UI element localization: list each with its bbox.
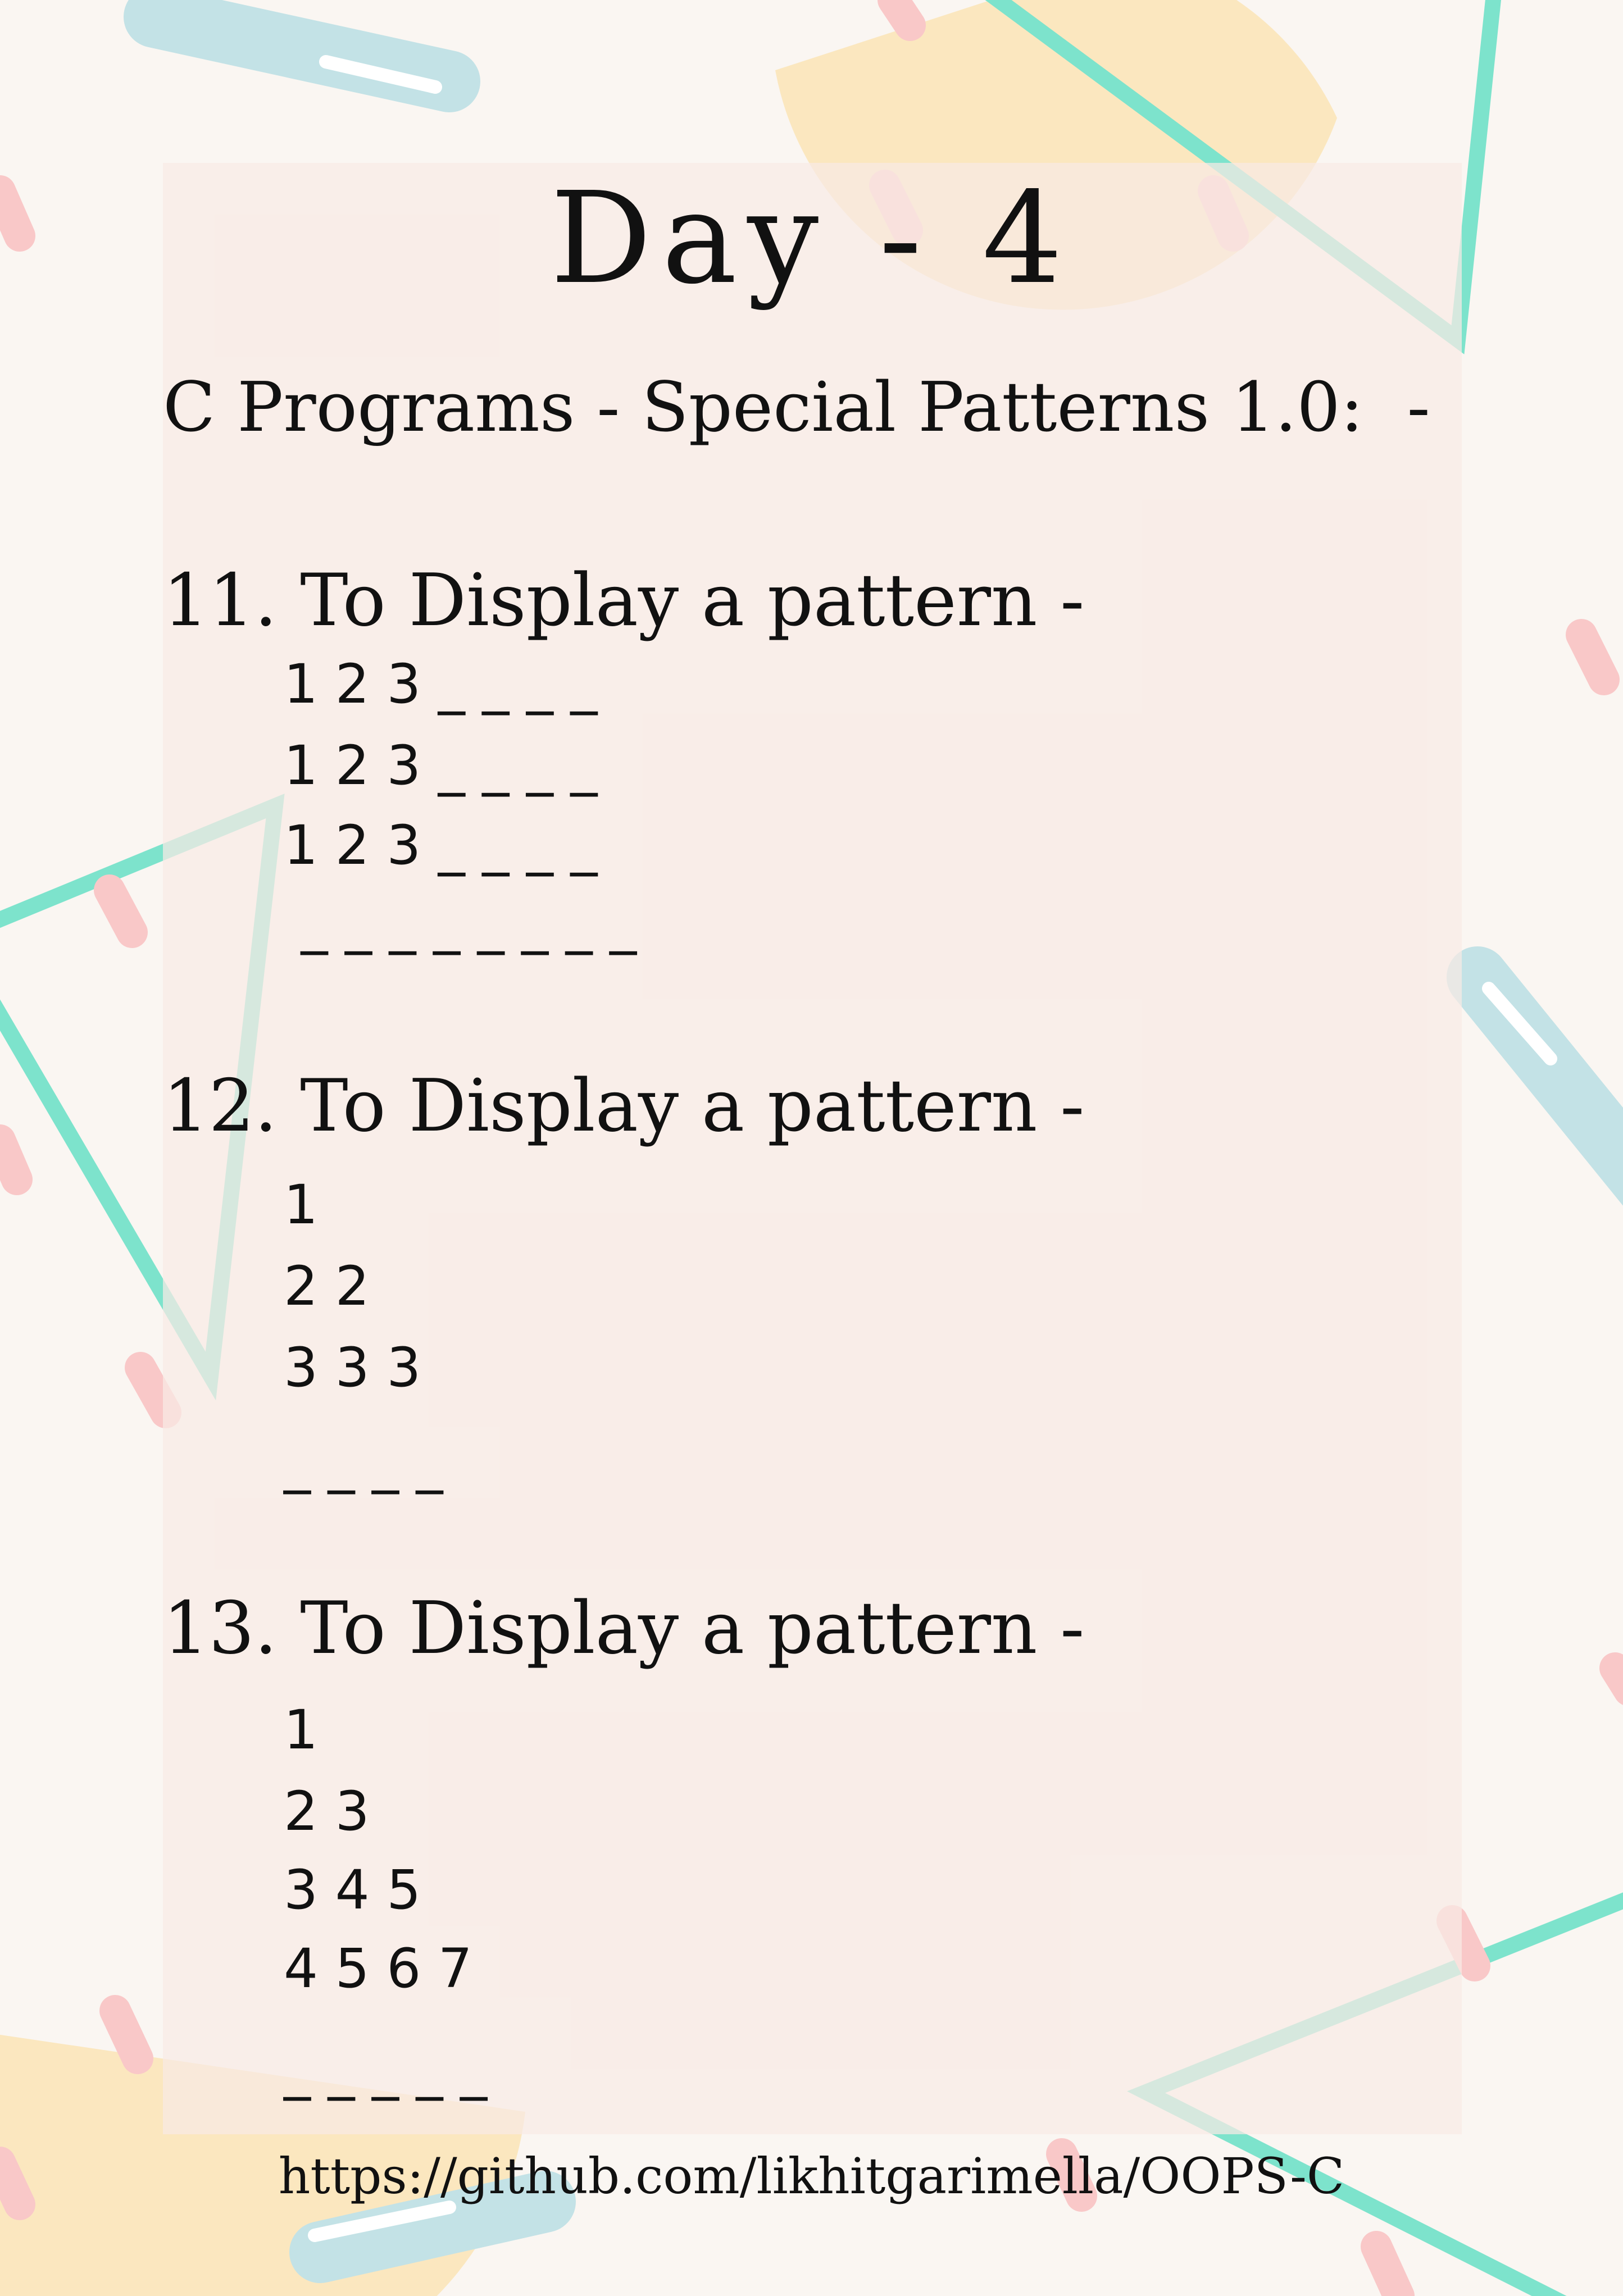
- section-heading-12: 12. To Display a pattern -: [163, 1064, 1084, 1149]
- pattern-line: 2 2: [284, 1255, 370, 1318]
- pattern-line: 4 5 6 7: [284, 1937, 472, 2000]
- blue-capsule-right: [1447, 946, 1623, 1206]
- pattern-line: 3 3 3: [284, 1336, 421, 1399]
- pattern-line: _ _ _ _: [284, 1432, 443, 1495]
- section-heading-text: To Display a pattern -: [300, 1587, 1085, 1670]
- blue-capsule-top: [124, 0, 480, 112]
- pattern-line: 2 3: [284, 1780, 370, 1843]
- page-title: Day - 4: [550, 165, 1073, 312]
- section-number: 11.: [163, 559, 278, 643]
- section-number: 13.: [163, 1587, 278, 1670]
- page-subtitle: C Programs - Special Patterns 1.0: -: [163, 367, 1430, 447]
- content-panel: [163, 163, 1462, 2134]
- pattern-line: 1 2 3 _ _ _ _: [284, 653, 598, 716]
- pattern-line: 3 4 5: [284, 1858, 421, 1921]
- pattern-line: _ _ _ _ _ _ _ _: [284, 892, 637, 955]
- section-heading-13: 13. To Display a pattern -: [163, 1587, 1084, 1671]
- section-heading-11: 11. To Display a pattern -: [163, 559, 1084, 643]
- section-number: 12.: [163, 1064, 278, 1148]
- pattern-line: _ _ _ _ _: [284, 2038, 488, 2101]
- github-link[interactable]: https://github.com/likhitgarimella/OOPS-…: [278, 2147, 1345, 2205]
- pattern-line: 1 2 3 _ _ _ _: [284, 734, 598, 797]
- blue-capsule-bottom: [289, 2171, 576, 2283]
- section-heading-text: To Display a pattern -: [300, 559, 1085, 643]
- pattern-line: 1: [284, 1698, 319, 1761]
- pattern-line: 1: [284, 1173, 319, 1236]
- pattern-line: 1 2 3 _ _ _ _: [284, 814, 598, 877]
- section-heading-text: To Display a pattern -: [300, 1064, 1085, 1148]
